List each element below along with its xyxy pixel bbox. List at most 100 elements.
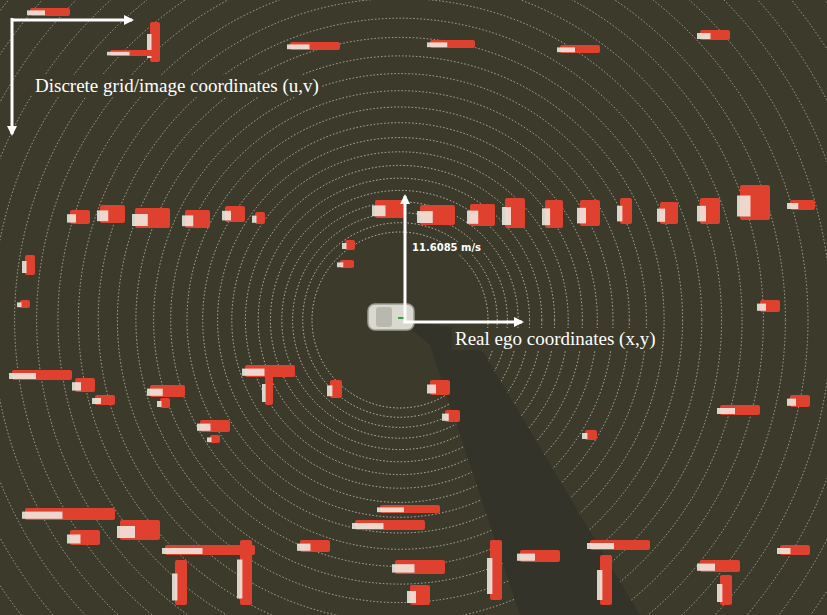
- obstacle-points: [172, 574, 177, 601]
- obstacle-points: [517, 554, 535, 561]
- obstacle-points: [117, 526, 135, 538]
- obstacle-points: [157, 401, 162, 407]
- obstacle-points: [377, 507, 404, 512]
- obstacle-points: [17, 302, 22, 307]
- obstacle-points: [697, 564, 715, 571]
- obstacle-points: [97, 210, 108, 221]
- lidar-ring: [117, 37, 682, 602]
- obstacle-points: [352, 523, 384, 529]
- obstacle-points: [657, 209, 665, 222]
- obstacle-points: [737, 196, 751, 217]
- obstacle-points: [297, 544, 311, 551]
- obstacle-points: [22, 261, 27, 273]
- obstacle-points: [487, 558, 492, 594]
- obstacle-points: [327, 385, 332, 396]
- obstacle-points: [182, 215, 193, 226]
- obstacle-points: [372, 205, 386, 216]
- obstacle-points: [787, 203, 798, 209]
- obstacle-points: [427, 42, 447, 47]
- v-axis-arrow: [11, 18, 14, 134]
- obstacle-points: [147, 389, 163, 396]
- obstacle-points: [67, 214, 76, 222]
- obstacle-points: [252, 216, 257, 223]
- u-axis-arrow: [12, 19, 132, 22]
- axis-label: Real ego coordinates (x,y): [452, 328, 658, 350]
- obstacle-points: [587, 543, 614, 549]
- obstacle-points: [392, 564, 415, 572]
- obstacle-points: [242, 369, 265, 376]
- obstacle-points: [542, 208, 550, 225]
- lidar-ring: [171, 91, 630, 550]
- obstacle-points: [287, 44, 310, 49]
- obstacle-points: [197, 424, 211, 431]
- obstacle-points: [72, 382, 81, 390]
- obstacle-points: [407, 591, 416, 603]
- y-axis-arrow: [404, 196, 407, 322]
- obstacle-points: [442, 414, 449, 421]
- lidar-ring: [136, 56, 664, 584]
- obstacle-points: [582, 433, 587, 439]
- obstacle-points: [717, 584, 722, 602]
- obstacle-points: [617, 206, 622, 222]
- obstacle-points: [467, 211, 478, 224]
- obstacle-points: [262, 384, 266, 402]
- obstacle-points: [757, 304, 766, 311]
- obstacle-points: [92, 398, 101, 404]
- obstacle-points: [502, 207, 511, 225]
- axis-label: Discrete grid/image coordinates (u,v): [32, 75, 322, 97]
- lidar-ring: [154, 74, 647, 567]
- obstacle-points: [237, 560, 242, 599]
- obstacle-points: [22, 512, 63, 519]
- x-axis-arrow: [403, 321, 522, 324]
- obstacle-points: [777, 548, 791, 554]
- lidar-ring: [15, 0, 786, 615]
- obstacle-cells: [265, 375, 273, 405]
- obstacle-points: [417, 211, 433, 223]
- obstacle-points: [27, 10, 45, 15]
- obstacle-points: [697, 33, 711, 39]
- obstacle-points: [162, 548, 203, 554]
- obstacle-points: [107, 52, 130, 56]
- obstacle-points: [427, 385, 436, 394]
- obstacle-points: [717, 408, 735, 414]
- obstacle-points: [207, 437, 212, 442]
- obstacle-points: [9, 8, 815, 605]
- obstacle-points: [67, 535, 81, 544]
- obstacle-points: [132, 214, 148, 226]
- obstacle-points: [697, 206, 706, 222]
- obstacle-points: [342, 243, 347, 249]
- lidar-ring: [0, 0, 808, 615]
- obstacle-points: [9, 373, 36, 379]
- speed-label: 11.6085 m/s: [410, 242, 483, 254]
- car-icon: [368, 304, 414, 330]
- lidar-ring: [98, 18, 702, 615]
- obstacle-points: [557, 47, 575, 52]
- obstacle-points: [577, 208, 586, 224]
